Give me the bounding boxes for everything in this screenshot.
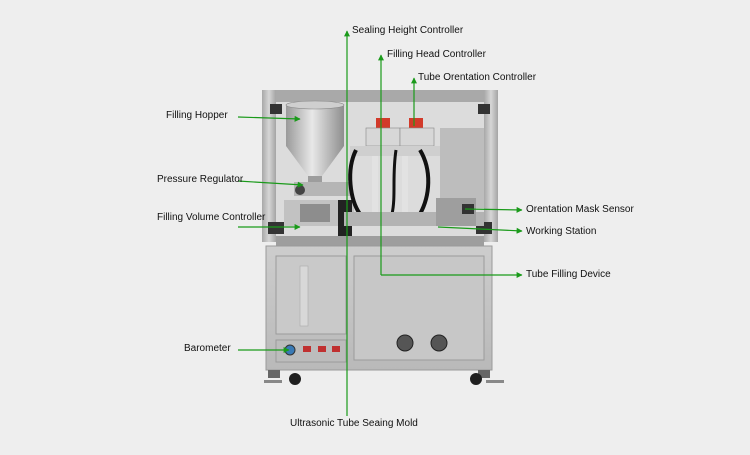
label-filling-hopper: Filling Hopper bbox=[166, 110, 228, 121]
leader-orientation-mask bbox=[464, 206, 523, 213]
filling-head bbox=[348, 118, 440, 216]
label-sealing-height-controller: Sealing Height Controller bbox=[352, 25, 464, 36]
label-ultrasonic-tube-sealing-mold: Ultrasonic Tube Seaing Mold bbox=[290, 418, 418, 429]
label-tube-filling-device: Tube Filling Device bbox=[526, 269, 611, 280]
machine-feet bbox=[264, 370, 504, 385]
label-filling-volume-controller: Filling Volume Controller bbox=[157, 212, 266, 223]
leader-lines bbox=[237, 30, 523, 416]
back-panel bbox=[440, 128, 484, 208]
lower-cabinet bbox=[265, 245, 493, 371]
leader-working-station bbox=[437, 226, 523, 234]
pressure-regulator bbox=[284, 182, 354, 236]
leader-filling-hopper bbox=[237, 115, 301, 122]
label-working-station: Working Station bbox=[526, 226, 597, 237]
label-orientation-mask-sensor: Orentation Mask Sensor bbox=[526, 204, 634, 215]
leader-pressure-regulator bbox=[237, 180, 304, 188]
label-pressure-regulator: Pressure Regulator bbox=[157, 174, 244, 185]
label-tube-orientation-controller: Tube Orentation Controller bbox=[418, 72, 537, 83]
label-filling-head-controller: Filling Head Controller bbox=[387, 49, 486, 60]
machine bbox=[262, 90, 504, 385]
filling-hopper bbox=[285, 100, 345, 188]
label-barometer: Barometer bbox=[184, 343, 231, 354]
working-station bbox=[344, 198, 484, 226]
